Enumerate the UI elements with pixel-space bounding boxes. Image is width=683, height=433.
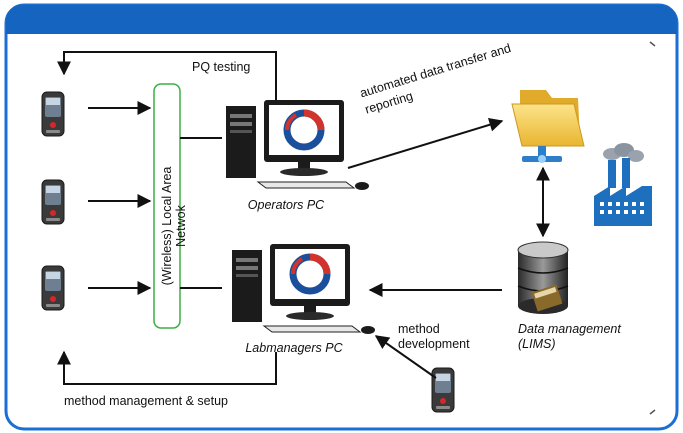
method-development-label-line2: development: [398, 337, 470, 351]
database-icon: [517, 241, 569, 314]
handheld-icon-1: [41, 91, 65, 137]
handheld-icon-4: [431, 367, 455, 413]
method-development-label-line1: method: [398, 322, 440, 336]
method-development-arrow: [374, 335, 437, 379]
data-management-label: Data management (LIMS): [518, 322, 638, 352]
data-management-label-line2: (LIMS): [518, 337, 556, 351]
method-development-label: method development: [398, 322, 470, 352]
lan-label: (Wireless) Local Area Netwok: [160, 166, 188, 286]
corner-mark-bottom: [649, 409, 656, 415]
operators-pc-label: Operators PC: [247, 198, 325, 212]
data-transfer-arrow: [347, 117, 504, 169]
pq-testing-loop-arrow: [57, 51, 277, 100]
method-management-loop-arrow: [57, 350, 277, 385]
network-folder-icon: [511, 90, 585, 163]
diagram-frame: [4, 3, 679, 431]
method-management-label: method management & setup: [64, 394, 228, 408]
handheld-icon-3: [41, 265, 65, 311]
lan-box: [153, 83, 181, 329]
corner-mark-top: [649, 41, 656, 47]
handheld-icon-2: [41, 179, 65, 225]
labmanagers-pc-label: Labmanagers PC: [245, 341, 343, 355]
pq-testing-label: PQ testing: [192, 60, 251, 74]
data-management-label-line1: Data management: [518, 322, 621, 336]
header-bar: [6, 5, 677, 34]
factory-icon: [594, 143, 652, 226]
